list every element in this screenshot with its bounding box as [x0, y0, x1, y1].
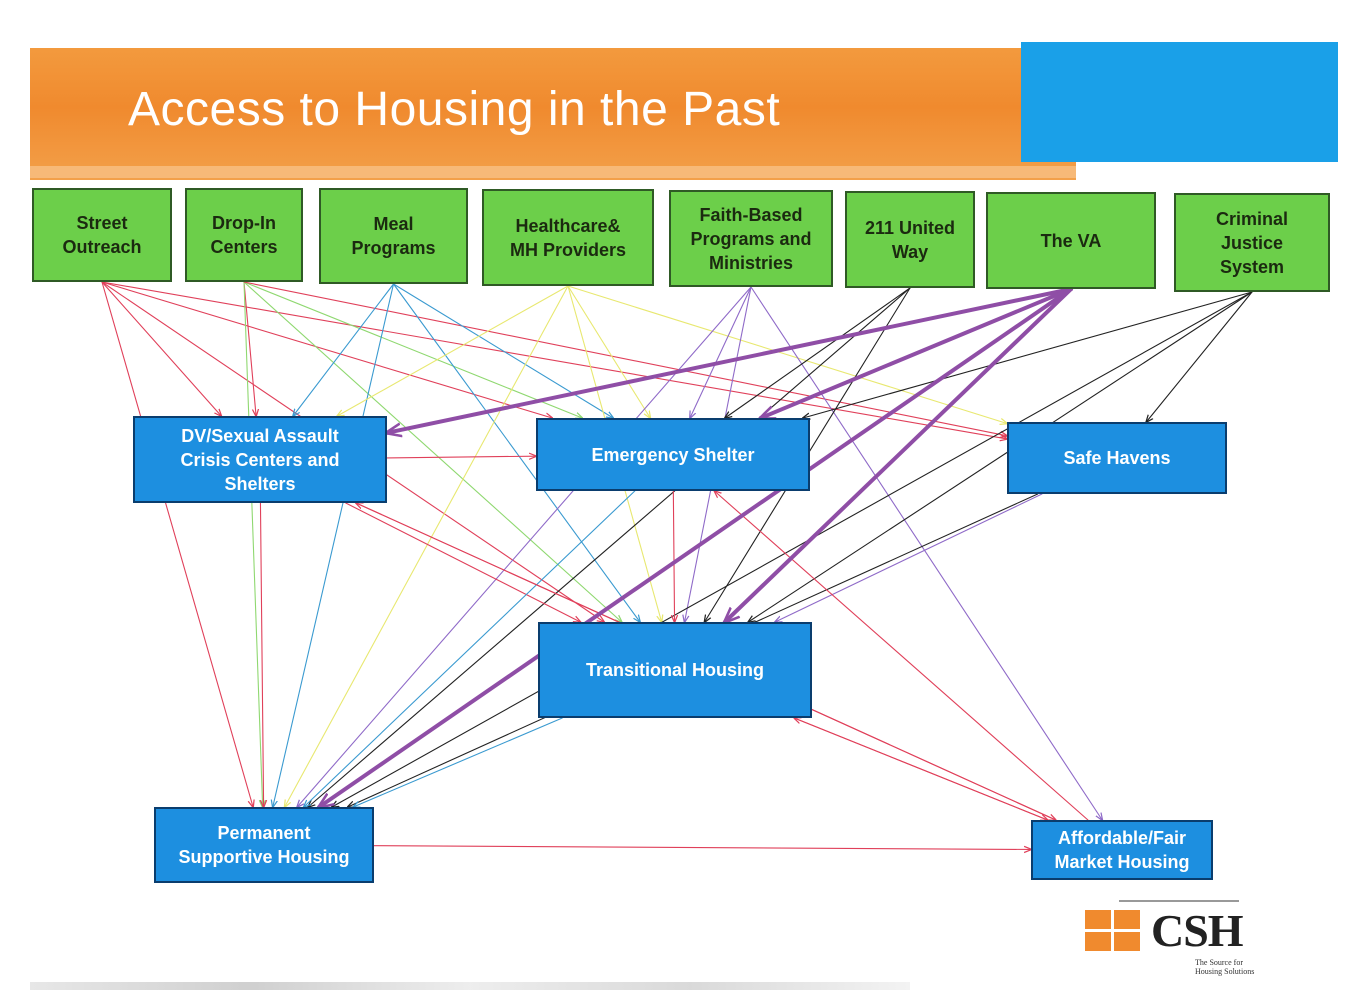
- edge-street-to-sh: [101, 281, 1007, 439]
- edge-health-to-sh: [567, 285, 1007, 424]
- source-meal-programs: Meal Programs: [319, 188, 468, 284]
- edge-dv-to-psh: [260, 502, 263, 807]
- edge-es-to-psh: [304, 490, 636, 807]
- edge-va-to-psh: [319, 287, 1073, 807]
- node-label: Emergency Shelter: [591, 444, 755, 465]
- node-label: Transitional Housing: [585, 660, 764, 680]
- edge-health-to-dv: [337, 285, 569, 416]
- edge-dropin-to-dv: [243, 281, 256, 416]
- edge-faith-to-es: [690, 286, 752, 418]
- edge-faith-to-psh: [297, 286, 752, 807]
- source-the-va: The VA: [986, 192, 1156, 289]
- edge-cjs-to-psh: [332, 291, 1253, 807]
- edge-cjs-to-sh: [1146, 291, 1253, 422]
- edge-aff-to-es: [714, 491, 1089, 821]
- node-label: Meal Programs: [351, 214, 436, 258]
- edge-dropin-to-psh: [243, 281, 263, 807]
- source-healthcare: Healthcare& MH Providers: [482, 189, 654, 286]
- node-label: 211 United Way: [864, 217, 956, 262]
- csh-logo: CSH The Source for Housing Solutions: [1085, 898, 1275, 978]
- logo-tagline: The Source for Housing Solutions: [1195, 958, 1255, 976]
- edge-street-to-dv: [101, 281, 221, 416]
- page-title: Access to Housing in the Past: [128, 83, 781, 136]
- edge-meal-to-es: [392, 283, 614, 418]
- edge-dropin-to-sh: [243, 281, 1007, 436]
- edge-meal-to-dv: [293, 283, 395, 416]
- edge-street-to-psh: [101, 281, 253, 807]
- node-label: Street Outreach: [62, 213, 142, 257]
- edge-dv-to-th: [345, 502, 581, 622]
- node-label: Healthcare& MH Providers: [509, 215, 627, 260]
- node-label: Drop-In Centers: [210, 213, 278, 257]
- edge-aff-to-th: [794, 718, 1049, 821]
- source-criminal-justice: Criminal Justice System: [1174, 193, 1330, 292]
- edge-faith-to-aff: [750, 286, 1102, 820]
- node-label: Criminal Justice System: [1215, 208, 1289, 277]
- edge-dropin-to-es: [243, 281, 582, 418]
- edge-cjs-to-es: [803, 291, 1253, 418]
- edge-va-to-es: [761, 287, 1073, 420]
- edge-va-to-dv: [387, 287, 1073, 433]
- node-label: Permanent Supportive Housing: [178, 823, 350, 867]
- node-label: The VA: [1040, 230, 1102, 251]
- source-street-outreach: Street Outreach: [32, 188, 172, 282]
- edge-sh-to-th: [775, 493, 1043, 622]
- edge-health-to-psh: [285, 285, 569, 807]
- node-label: Affordable/Fair Market Housing: [1054, 828, 1190, 872]
- edge-united-to-es: [725, 287, 911, 418]
- logo-rule: [1119, 900, 1239, 902]
- source-drop-in-centers: Drop-In Centers: [185, 188, 303, 282]
- source-211-united-way: 211 United Way: [845, 191, 975, 288]
- dest-transitional-housing: Transitional Housing: [538, 622, 812, 718]
- edge-dropin-to-th: [243, 281, 622, 622]
- node-label: Safe Havens: [1063, 448, 1171, 468]
- edge-health-to-es: [567, 285, 650, 418]
- edge-street-to-es: [101, 281, 552, 418]
- dest-dv-sexual-assault: DV/Sexual Assault Crisis Centers and She…: [133, 416, 387, 503]
- edge-united-to-psh: [308, 287, 911, 807]
- node-label: Faith-Based Programs and Ministries: [690, 204, 812, 273]
- edge-va-to-th: [725, 287, 1073, 622]
- dest-permanent-supportive: Permanent Supportive Housing: [154, 807, 374, 883]
- node-label: DV/Sexual Assault Crisis Centers and She…: [180, 425, 340, 494]
- source-faith-based: Faith-Based Programs and Ministries: [669, 190, 833, 287]
- dest-safe-havens: Safe Havens: [1007, 422, 1227, 494]
- accent-block: [1021, 42, 1338, 162]
- title-banner: [30, 48, 1076, 180]
- edge-psh-to-aff: [373, 845, 1031, 850]
- dest-emergency-shelter: Emergency Shelter: [536, 418, 810, 491]
- edge-th-to-psh: [353, 717, 563, 807]
- logo-wordmark: CSH: [1151, 905, 1244, 956]
- edge-meal-to-psh: [273, 283, 395, 807]
- dest-affordable-fair-market: Affordable/Fair Market Housing: [1031, 820, 1213, 880]
- edge-cjs-to-th: [748, 291, 1253, 622]
- edge-es-to-th: [673, 490, 674, 622]
- edge-meal-to-th: [392, 283, 640, 622]
- banner-stripe: [30, 166, 1076, 178]
- logo-squares-icon: [1085, 910, 1141, 952]
- edge-dv-to-es: [386, 456, 536, 458]
- scan-artifact: [30, 982, 910, 990]
